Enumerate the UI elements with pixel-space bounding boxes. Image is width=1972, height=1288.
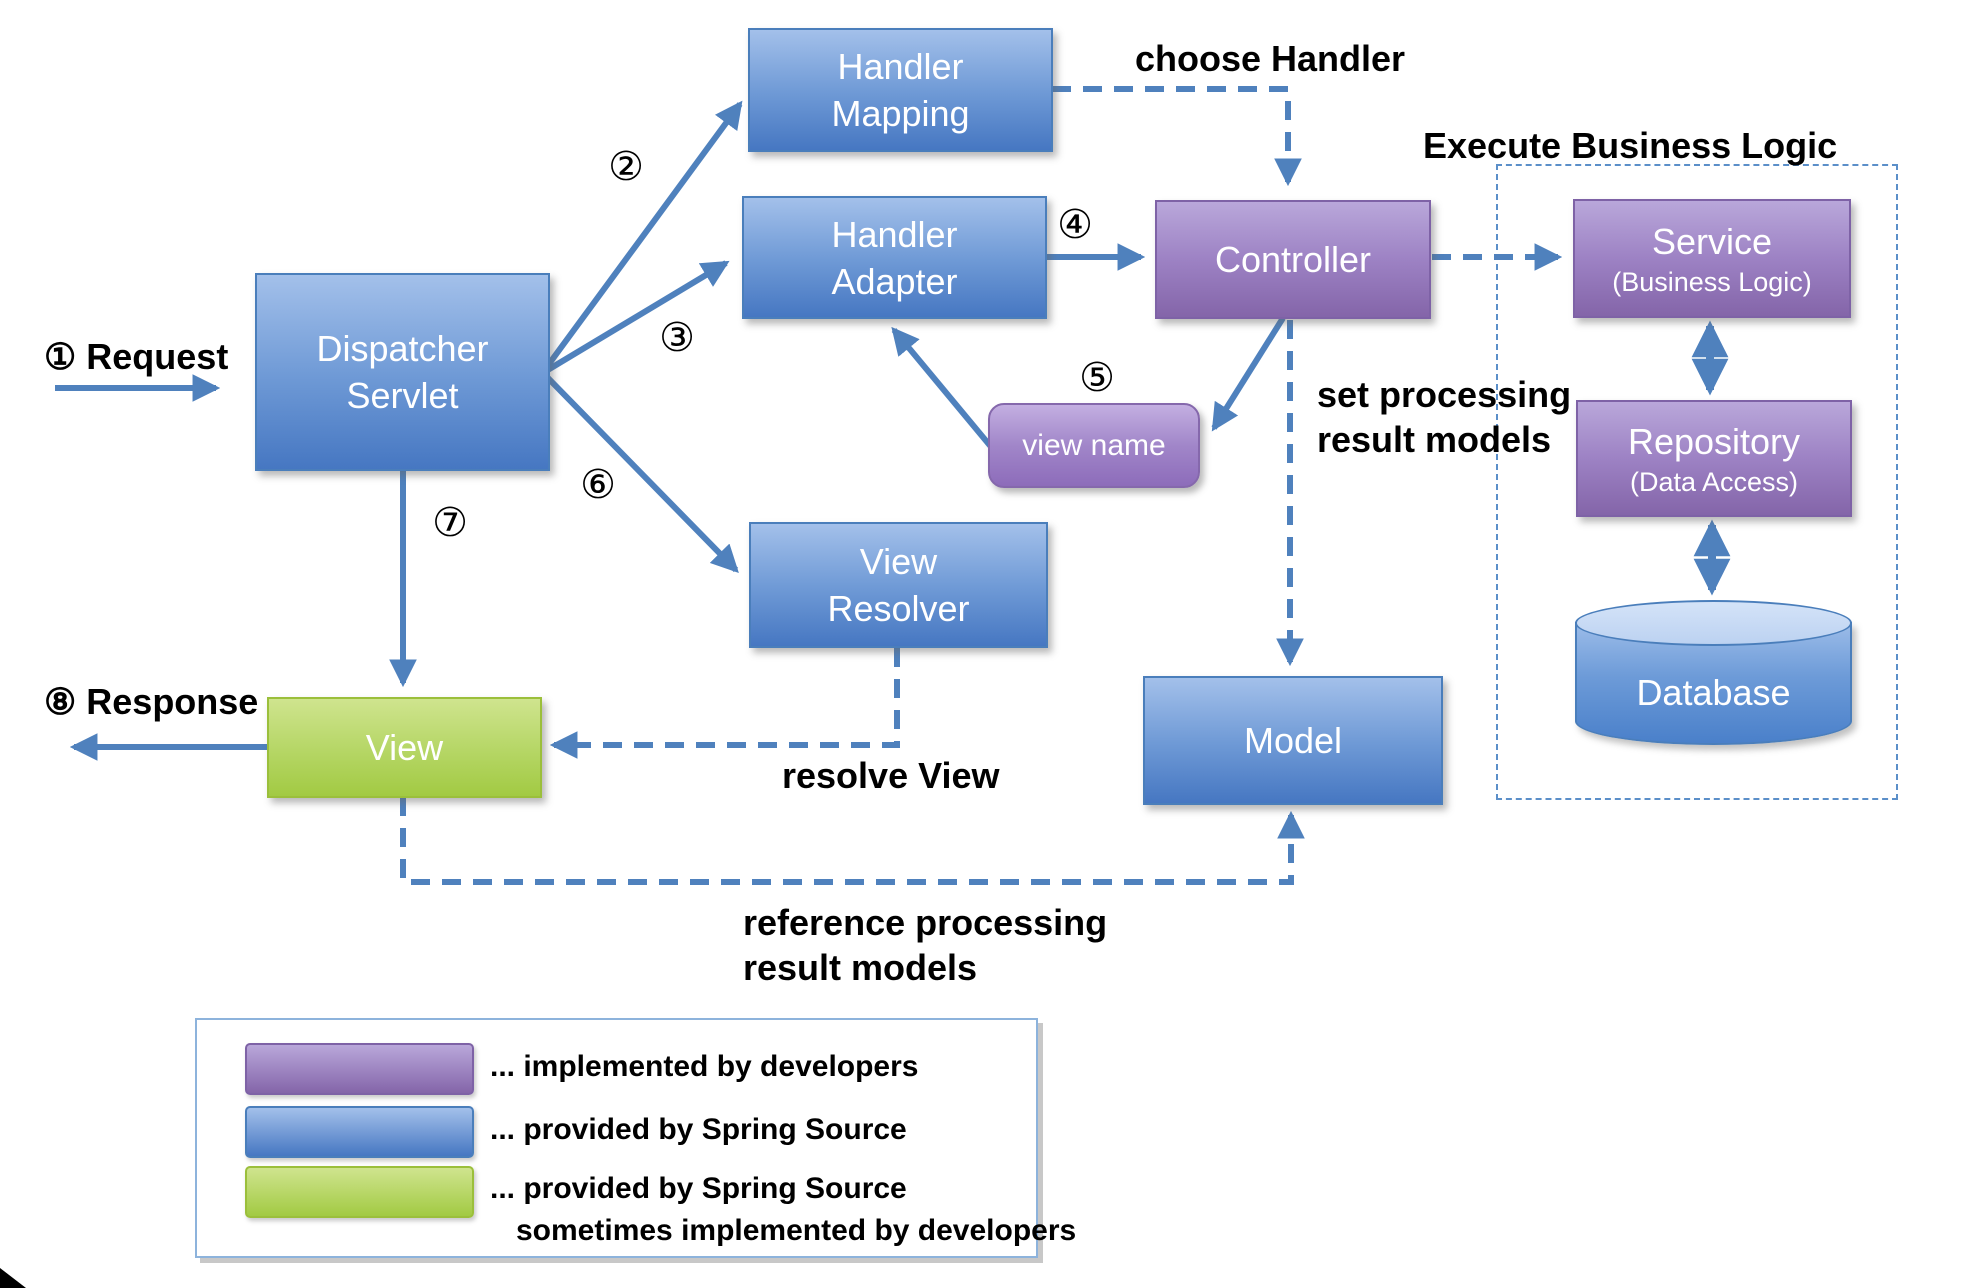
node-repository[interactable]: Repository (Data Access): [1576, 400, 1852, 517]
legend-swatch-purple: [245, 1043, 474, 1095]
handler-adapter-label-line2: Adapter: [831, 260, 958, 302]
resolve-view-dashed-arrow: [549, 648, 900, 759]
resolve-view-label: resolve View: [782, 755, 1000, 796]
node-view-name[interactable]: view name: [988, 403, 1200, 488]
view-resolver-label-line1: View: [859, 541, 938, 582]
repository-label: Repository: [1627, 421, 1801, 462]
controller-label: Controller: [1214, 239, 1372, 280]
legend-text-green-line1: ... provided by Spring Source: [490, 1172, 907, 1205]
repository-sublabel: (Data Access): [1629, 467, 1799, 497]
handler-mapping-label-line1: Handler: [837, 46, 964, 87]
reference-processing-line1: reference processing: [743, 902, 1108, 943]
node-model[interactable]: Model: [1143, 676, 1443, 805]
choose-handler-dashed-arrow: [1052, 86, 1302, 187]
legend-swatch-blue: [245, 1106, 474, 1158]
node-handler-adapter[interactable]: Handler Adapter: [742, 196, 1047, 319]
response-label: ⑧ Response: [44, 681, 259, 722]
set-processing-line2: result models: [1317, 419, 1552, 460]
step-7-badge: ⑦: [432, 500, 468, 546]
service-sublabel: (Business Logic): [1612, 267, 1812, 297]
database-label: Database: [1636, 672, 1791, 713]
dispatcher-servlet-label-line1: Dispatcher: [316, 328, 489, 369]
business-logic-boundary: [1496, 164, 1898, 800]
database-cylinder-top-icon: [1575, 600, 1852, 646]
model-label: Model: [1243, 720, 1343, 761]
step3-arrow-dispatcher-to-handler-adapter: [544, 260, 730, 374]
node-view-resolver[interactable]: View Resolver: [749, 522, 1048, 648]
execute-business-logic-label: Execute Business Logic: [1423, 125, 1838, 166]
legend-text-purple: ... implemented by developers: [490, 1050, 919, 1083]
choose-handler-label: choose Handler: [1135, 38, 1406, 79]
reference-processing-label: reference processing result models: [743, 900, 1107, 990]
view-name-label: view name: [1022, 428, 1166, 462]
view-name-to-adapter-arrow: [891, 326, 995, 450]
dispatcher-servlet-label-line2: Servlet: [346, 375, 459, 416]
reference-models-dashed-arrow: [400, 797, 1305, 885]
legend-text-green-line2: sometimes implemented by developers: [516, 1214, 1077, 1247]
node-service[interactable]: Service (Business Logic): [1573, 199, 1851, 318]
step-2-badge: ②: [608, 144, 644, 190]
view-resolver-label-line2: Resolver: [827, 588, 970, 629]
node-dispatcher-servlet[interactable]: Dispatcher Servlet: [255, 273, 550, 471]
set-processing-label: set processing result models: [1317, 372, 1571, 462]
step-6-badge: ⑥: [580, 462, 616, 508]
step6-arrow-dispatcher-to-view-resolver: [543, 373, 739, 573]
step2-arrow-dispatcher-to-handler-mapping: [543, 100, 743, 370]
controller-to-view-name-arrow: [1211, 316, 1286, 432]
handler-mapping-label-line2: Mapping: [831, 93, 970, 134]
reference-processing-line2: result models: [743, 947, 978, 988]
view-label: View: [365, 727, 444, 768]
set-processing-line1: set processing: [1317, 374, 1572, 415]
service-label: Service: [1651, 221, 1773, 262]
node-view[interactable]: View: [267, 697, 542, 798]
legend-swatch-green: [245, 1166, 474, 1218]
step-4-badge: ④: [1057, 202, 1093, 248]
legend-text-blue: ... provided by Spring Source: [490, 1113, 907, 1146]
step-3-badge: ③: [659, 315, 695, 361]
node-handler-mapping[interactable]: Handler Mapping: [748, 28, 1053, 152]
node-controller[interactable]: Controller: [1155, 200, 1431, 319]
request-label: ① Request: [44, 336, 229, 377]
step-5-badge: ⑤: [1079, 355, 1115, 401]
handler-adapter-label-line1: Handler: [831, 213, 958, 255]
